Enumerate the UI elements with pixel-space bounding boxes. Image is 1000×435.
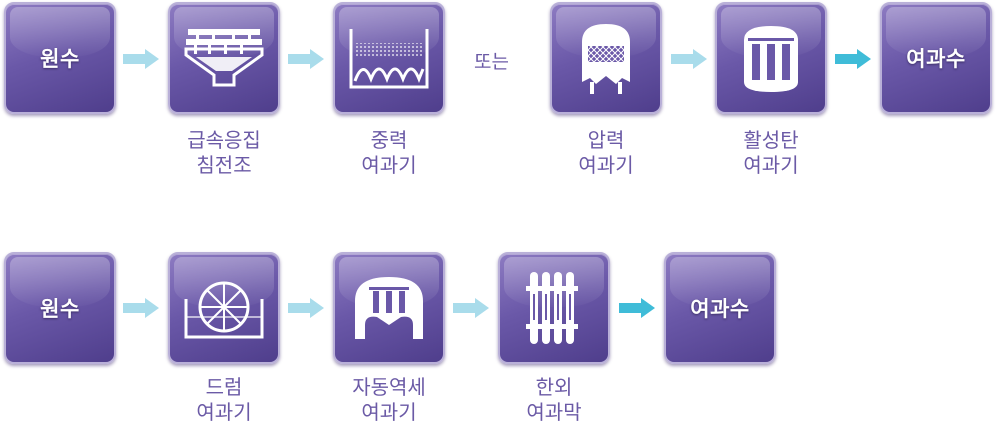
filtered-water-tile-1: 여과수 xyxy=(880,2,992,114)
membrane-module-icon xyxy=(526,272,578,344)
arrow-dark-icon xyxy=(835,49,871,69)
rapid-coagulation-tile xyxy=(168,2,280,114)
carbon-filter-icon xyxy=(744,26,798,92)
coagulation-tank-icon xyxy=(184,29,264,87)
or-connector: 또는 xyxy=(474,51,509,73)
pressure-vessel-icon xyxy=(582,24,630,94)
filtered-water-label-1: 여과수 xyxy=(906,47,966,71)
arrow-dark-icon xyxy=(619,298,655,318)
arrow-light-icon xyxy=(288,298,324,318)
gravity-filter-label: 중력 여과기 xyxy=(361,128,417,177)
raw-water-label-2: 원수 xyxy=(40,297,80,321)
arrow-light-icon xyxy=(671,49,707,69)
arrow-light-icon xyxy=(123,298,159,318)
pressure-filter-label: 압력 여과기 xyxy=(578,128,634,177)
pressure-filter-tile xyxy=(550,2,662,114)
raw-water-label-1: 원수 xyxy=(40,47,80,71)
raw-water-tile-1: 원수 xyxy=(4,2,116,114)
arrow-light-icon xyxy=(453,298,489,318)
ultrafiltration-tile xyxy=(498,252,610,364)
ultrafiltration-label: 한외 여과막 xyxy=(526,375,582,424)
activated-carbon-tile xyxy=(715,2,827,114)
filtered-water-tile-2: 여과수 xyxy=(664,252,776,364)
auto-backwash-label: 자동역세 여과기 xyxy=(352,375,426,424)
arrow-light-icon xyxy=(288,49,324,69)
gravity-filter-icon xyxy=(349,29,429,89)
drum-filter-label: 드럼 여과기 xyxy=(196,375,252,424)
filtered-water-label-2: 여과수 xyxy=(690,297,750,321)
gravity-filter-tile xyxy=(333,2,445,114)
drum-filter-icon xyxy=(184,281,264,339)
drum-filter-tile xyxy=(168,252,280,364)
arrow-light-icon xyxy=(123,49,159,69)
auto-backwash-tile xyxy=(333,252,445,364)
raw-water-tile-2: 원수 xyxy=(4,252,116,364)
activated-carbon-label: 활성탄 여과기 xyxy=(743,128,799,177)
backwash-filter-icon xyxy=(355,277,423,339)
rapid-coagulation-label: 급속응집 침전조 xyxy=(187,128,261,177)
